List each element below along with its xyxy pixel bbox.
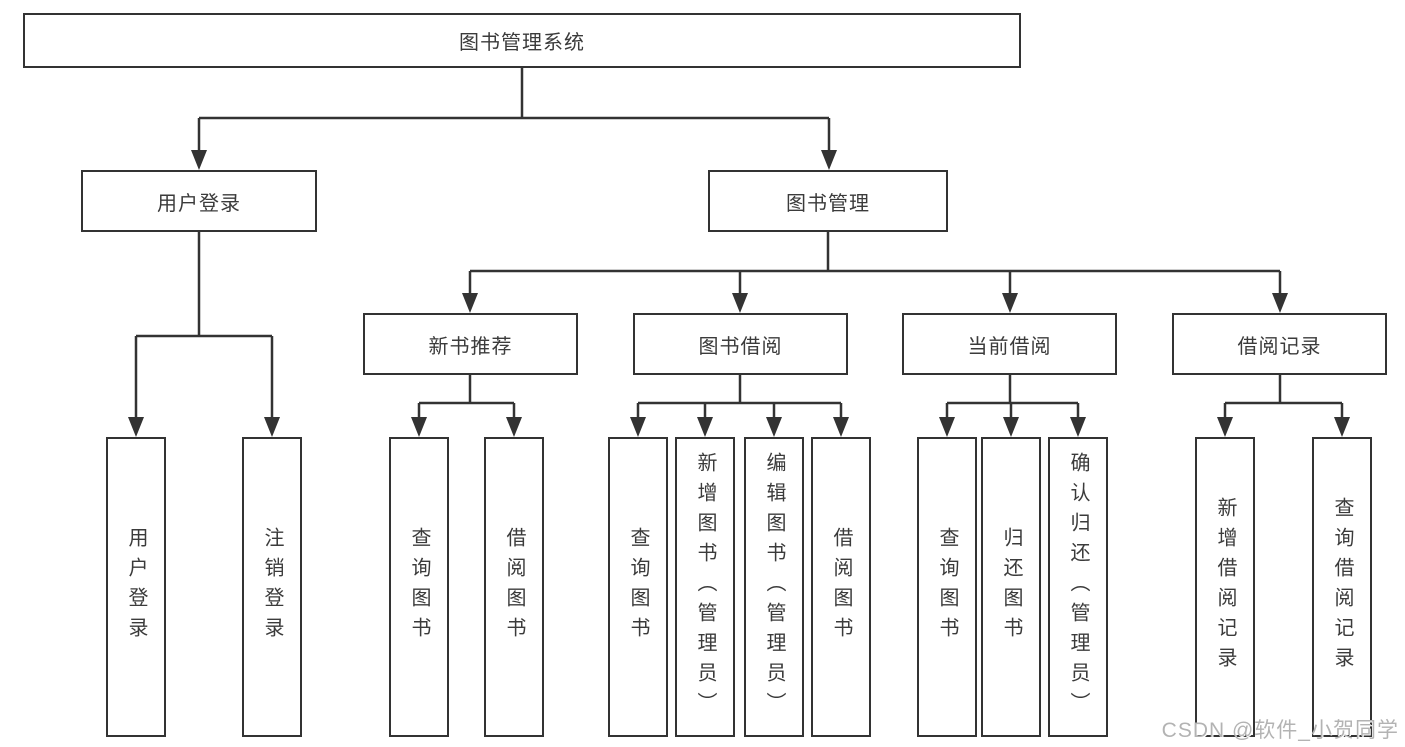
node-book-borrowing: 图书借阅 <box>633 313 848 375</box>
leaf-label: 查询图书 <box>936 527 958 647</box>
node-label: 当前借阅 <box>967 335 1052 358</box>
leaf-label: 编辑图书（管理员） <box>763 452 785 722</box>
leaf-return-book: 归还图书 <box>981 437 1041 737</box>
node-label: 图书管理系统 <box>459 32 585 54</box>
leaf-query-books-current: 查询图书 <box>917 437 977 737</box>
leaf-label: 新增借阅记录 <box>1214 497 1236 677</box>
node-new-book-recommendation: 新书推荐 <box>363 313 578 375</box>
node-book-management: 图书管理 <box>708 170 948 232</box>
node-user-login: 用户登录 <box>81 170 317 232</box>
leaf-label: 归还图书 <box>1000 527 1022 647</box>
leaf-confirm-return-admin: 确认归还（管理员） <box>1048 437 1108 737</box>
leaf-borrow-books-recommend: 借阅图书 <box>484 437 544 737</box>
node-current-borrowing: 当前借阅 <box>902 313 1117 375</box>
leaf-label: 查询借阅记录 <box>1331 497 1353 677</box>
connector-borrow-records-to-leaves <box>1217 375 1350 437</box>
leaf-logout: 注销登录 <box>242 437 302 737</box>
connector-user-login-to-leaves <box>128 232 280 437</box>
leaf-label: 查询图书 <box>627 527 649 647</box>
leaf-add-book-admin: 新增图书（管理员） <box>675 437 735 737</box>
node-label: 新书推荐 <box>428 335 513 358</box>
connector-root-to-level2 <box>191 68 837 170</box>
leaf-label: 借阅图书 <box>503 527 525 647</box>
leaf-query-books-recommend: 查询图书 <box>389 437 449 737</box>
leaf-query-borrow-record: 查询借阅记录 <box>1312 437 1372 737</box>
node-library-management-system: 图书管理系统 <box>23 13 1021 68</box>
connector-book-mgmt-to-level3 <box>462 232 1288 313</box>
node-label: 图书借阅 <box>698 335 783 358</box>
connector-current-borrow-to-leaves <box>939 375 1086 437</box>
leaf-label: 借阅图书 <box>830 527 852 647</box>
node-borrowing-records: 借阅记录 <box>1172 313 1387 375</box>
connector-new-book-to-leaves <box>411 375 522 437</box>
leaf-query-books-borrow: 查询图书 <box>608 437 668 737</box>
leaf-add-borrow-record: 新增借阅记录 <box>1195 437 1255 737</box>
csdn-watermark: CSDN @软件_小贺同学 <box>1161 719 1399 742</box>
leaf-label: 确认归还（管理员） <box>1067 452 1089 722</box>
leaf-user-login: 用户登录 <box>106 437 166 737</box>
node-label: 图书管理 <box>786 192 870 215</box>
leaf-label: 注销登录 <box>261 527 283 647</box>
leaf-borrow-books-borrow: 借阅图书 <box>811 437 871 737</box>
leaf-label: 新增图书（管理员） <box>694 452 716 722</box>
leaf-label: 用户登录 <box>125 527 147 647</box>
node-label: 借阅记录 <box>1237 335 1322 358</box>
node-label: 用户登录 <box>157 192 241 215</box>
connector-book-borrow-to-leaves <box>630 375 849 437</box>
leaf-edit-book-admin: 编辑图书（管理员） <box>744 437 804 737</box>
leaf-label: 查询图书 <box>408 527 430 647</box>
